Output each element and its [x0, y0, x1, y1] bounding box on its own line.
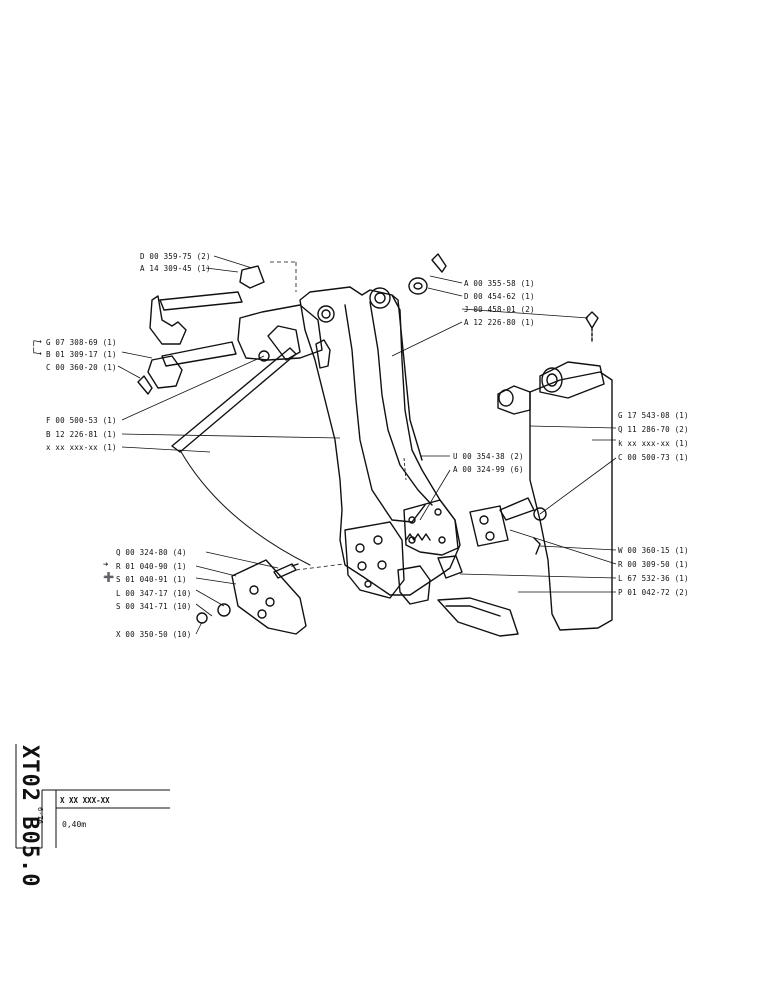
label-U354: U 00 354-38 (2)	[453, 452, 524, 461]
title-block: X XX XXX-XX 0,40m	[52, 790, 172, 840]
label-A12: A 12 226-80 (1)	[464, 318, 535, 327]
label-D454: D 00 454-62 (1)	[464, 292, 535, 301]
front-bracket	[237, 304, 323, 361]
label-S00: S 00 341-71 (10)	[116, 602, 192, 611]
title-size: 0,40m	[62, 820, 87, 829]
shank-body	[299, 286, 461, 596]
label-G17: G 17 543-08 (1)	[618, 411, 689, 420]
label-Q11: Q 11 286-70 (2)	[618, 425, 689, 434]
tine-point	[437, 597, 519, 637]
label-C00: C 00 360-20 (1)	[46, 363, 117, 372]
label-B01: B 01 309-17 (1)	[46, 350, 117, 359]
label-B12: B 12 226-81 (1)	[46, 430, 117, 439]
drawing-code: XT02 B05.0	[2, 745, 42, 887]
arrow-icon: └→	[31, 349, 42, 359]
arrow-icon: ➔	[103, 560, 109, 570]
label-X1: x xx xxx-xx (1)	[46, 443, 117, 452]
label-P01: P 01 042-72 (2)	[618, 588, 689, 597]
label-L67: L 67 532-36 (1)	[618, 574, 689, 583]
label-A355: A 00 355-58 (1)	[464, 279, 535, 288]
drawing-date: 6-76	[36, 807, 44, 824]
label-A324: A 00 324-99 (6)	[453, 465, 524, 474]
label-W00: W 00 360-15 (1)	[618, 546, 689, 555]
shank-front	[391, 294, 423, 461]
label-J458: J 00 458-01 (2)	[464, 305, 535, 314]
label-Q324: Q 00 324-80 (4)	[116, 548, 187, 557]
label-R01: R 01 040-90 (1)	[116, 562, 187, 571]
label-L00: L 00 347-17 (10)	[116, 589, 192, 598]
label-K1: k xx xxx-xx (1)	[618, 439, 689, 448]
leader-lines	[117, 255, 617, 635]
label-S01: S 01 040-91 (1)	[116, 575, 187, 584]
label-C500: C 00 500-73 (1)	[618, 453, 689, 462]
label-G07: G 07 308-69 (1)	[46, 338, 117, 347]
title-ref: X XX XXX-XX	[60, 796, 110, 805]
arrow-icon: ┌→	[31, 337, 42, 347]
label-D1: D 00 359-75 (2)	[140, 252, 211, 261]
lower-bracket	[344, 521, 405, 599]
label-R00: R 00 309-50 (1)	[618, 560, 689, 569]
shank-inner	[344, 304, 426, 523]
label-F00: F 00 500-53 (1)	[46, 416, 117, 425]
label-X00: X 00 350-50 (10)	[116, 630, 192, 639]
arrow-icon: ➕	[103, 573, 115, 583]
label-A14: A 14 309-45 (1)	[140, 264, 211, 273]
side-plate	[529, 371, 613, 631]
shank-inner-2	[369, 301, 433, 506]
